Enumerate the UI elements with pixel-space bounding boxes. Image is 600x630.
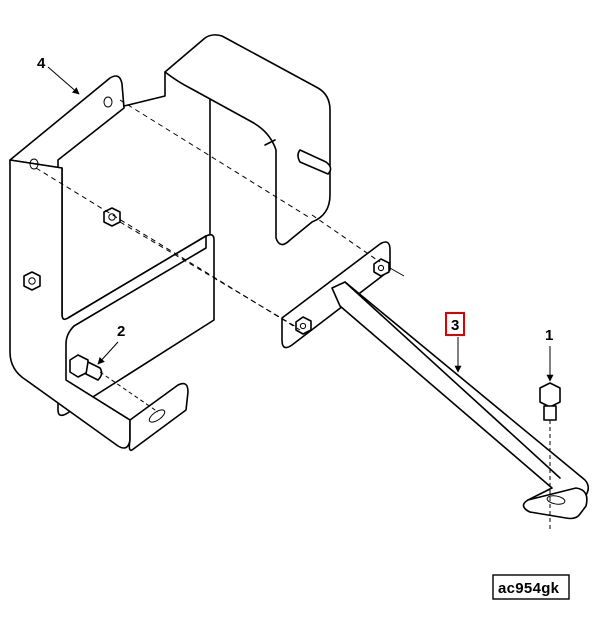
callout-3: 3 xyxy=(445,312,465,373)
callout-1: 1 xyxy=(545,327,554,382)
main-bracket-part xyxy=(9,34,332,452)
callout-2: 2 xyxy=(97,323,125,365)
callout-4: 4 xyxy=(37,55,80,95)
svg-text:1: 1 xyxy=(545,327,553,344)
bolt-item-2 xyxy=(69,354,159,413)
support-arm-part xyxy=(281,241,590,520)
figure-code-label: ac954gk xyxy=(492,574,570,600)
svg-text:2: 2 xyxy=(117,323,125,340)
assembly-lines xyxy=(35,99,405,331)
svg-text:3: 3 xyxy=(451,317,459,334)
nut-lower xyxy=(23,271,41,291)
bolt-item-1 xyxy=(539,382,561,530)
svg-text:ac954gk: ac954gk xyxy=(498,580,560,597)
callout-3-highlight-box xyxy=(445,312,465,336)
svg-text:4: 4 xyxy=(37,55,46,72)
